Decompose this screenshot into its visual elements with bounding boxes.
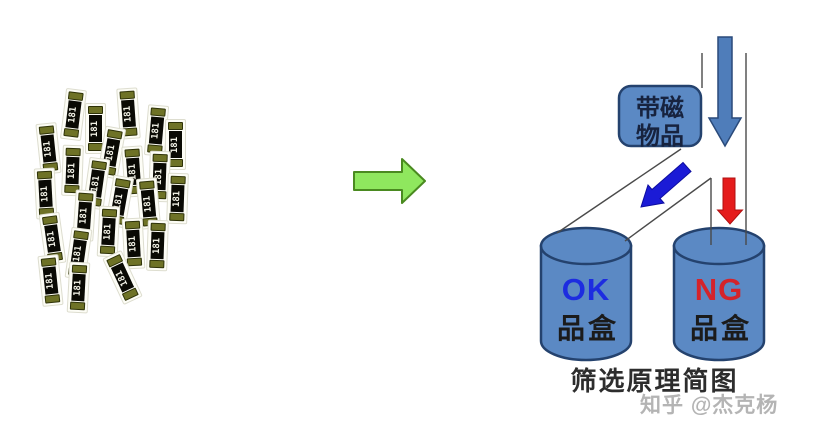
diagram-caption: 筛选原理简图	[570, 366, 739, 396]
chip-terminal-icon	[168, 122, 183, 130]
ok-sort-arrow-icon	[640, 161, 692, 208]
watermark: 知乎 @杰克杨	[640, 394, 779, 417]
transform-arrow-icon	[353, 158, 426, 204]
ng-sort-arrow-icon	[716, 177, 744, 225]
chute-line-ok-upper	[556, 148, 682, 234]
ok-bin-cylinder	[539, 226, 633, 362]
chute-line-ok-lower	[624, 177, 712, 242]
ng-bin-cylinder	[672, 226, 766, 362]
ok-bin-subtitle: 品盒	[556, 313, 619, 344]
magnetic-items-label-line1: 带磁	[636, 95, 684, 122]
chute-lines	[556, 53, 747, 245]
feed-down-arrow-icon	[707, 36, 743, 148]
chip-terminal-icon	[88, 106, 103, 114]
chip-body: 181	[89, 115, 102, 142]
ok-bin-title: OK	[561, 272, 611, 307]
ng-bin-subtitle: 品盒	[689, 313, 752, 344]
chip-body: 181	[169, 131, 182, 158]
magnetic-items-box-shape	[617, 84, 703, 148]
ng-bin-title: NG	[694, 272, 744, 307]
magnetic-items-label-line2: 物品	[636, 123, 684, 150]
